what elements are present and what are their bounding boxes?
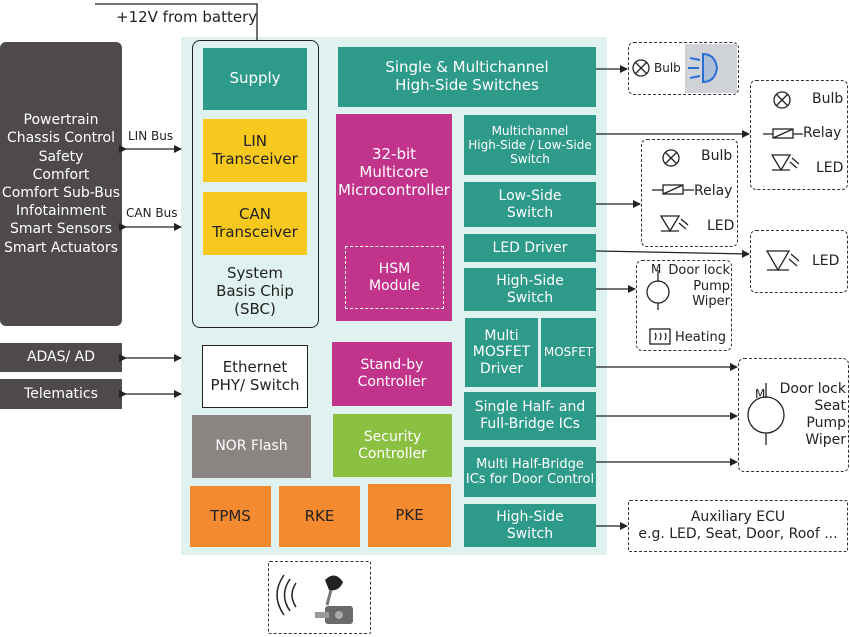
vehicle-domains-list: Powertrain Chassis Control Safety Comfor… (1, 112, 121, 256)
nor-flash-block: NOR Flash (192, 415, 311, 478)
motor2-loads-label: Door lock Seat Pump Wiper (779, 381, 846, 449)
load-group-2 (641, 139, 738, 247)
lin-transceiver-block: LIN Transceiver (203, 119, 307, 182)
wireless-signal-icon (276, 574, 297, 616)
adas-block: ADAS/ AD (0, 343, 122, 372)
bulb-small-icon (632, 59, 650, 77)
headlight-icon (688, 52, 719, 84)
heating-icon (649, 328, 671, 345)
led-load-group (750, 230, 848, 293)
led-driver-label: LED Driver (492, 239, 568, 256)
tpms-label: TPMS (210, 506, 251, 525)
multichannel-hs-ls-label: Multichannel High-Side / Low-Side Switch (468, 123, 592, 167)
low-side-switch-block: Low-Side Switch (464, 182, 596, 227)
high-side-switch-1-label: High-Side Switch (496, 272, 564, 306)
multi-half-bridge-block: Multi Half-Bridge ICs for Door Control (464, 447, 596, 497)
group2-bulb-label: Bulb (701, 148, 733, 164)
supply-line (95, 3, 258, 40)
supply-block: Supply (203, 48, 307, 110)
group2-led-label: LED (707, 218, 735, 234)
group1-led-label: LED (816, 160, 844, 176)
group1-relay-label: Relay (803, 125, 842, 141)
multi-mosfet-driver-label: Multi MOSFET Driver (472, 327, 531, 377)
standby-controller-block: Stand-by Controller (332, 342, 452, 406)
motor1-m-label: M (651, 262, 662, 276)
led-driver-block: LED Driver (464, 234, 596, 262)
motor-load-group-1 (636, 260, 732, 351)
hsm-module-block: HSM Module (345, 246, 444, 309)
rke-label: RKE (304, 506, 335, 525)
microcontroller-label: 32-bit Multicore Microcontroller (336, 140, 452, 206)
vehicle-domains-panel: Powertrain Chassis Control Safety Comfor… (0, 42, 122, 326)
security-controller-block: Security Controller (333, 414, 452, 477)
auxiliary-ecu-block: Auxiliary ECU e.g. LED, Seat, Door, Roof… (628, 500, 848, 552)
sbc-label: System Basis Chip (SBC) (195, 260, 315, 324)
nor-flash-label: NOR Flash (215, 438, 288, 455)
multi-half-bridge-label: Multi Half-Bridge ICs for Door Control (465, 456, 595, 487)
load-group-1 (750, 80, 848, 190)
pke-block: PKE (368, 484, 451, 547)
half-full-bridge-label: Single Half- and Full-Bridge ICs (474, 399, 586, 432)
bulb-small-label: Bulb (654, 61, 681, 75)
microcontroller-label-text: 32-bit Multicore Microcontroller (338, 145, 450, 199)
hsm-module-label: HSM Module (369, 260, 420, 294)
tire-sensor-icon (315, 606, 353, 624)
lin-bus-label: LIN Bus (128, 129, 174, 143)
supply-label: +12V from battery (116, 8, 258, 26)
group1-relay-icon (763, 128, 803, 139)
key-fob-icon (325, 575, 343, 606)
sbc-container (192, 40, 319, 328)
telematics-block: Telematics (0, 379, 122, 409)
adas-label: ADAS/ AD (26, 349, 96, 366)
can-bus-label: CAN Bus (126, 206, 178, 220)
can-transceiver-block: CAN Transceiver (203, 192, 307, 255)
group1-led-icon (770, 154, 800, 172)
telematics-label: Telematics (24, 385, 98, 402)
group1-bulb-icon (773, 91, 791, 109)
sbc-label-text: System Basis Chip (SBC) (216, 264, 294, 318)
ethernet-label: Ethernet PHY/ Switch (210, 357, 300, 394)
ethernet-block: Ethernet PHY/ Switch (202, 345, 308, 408)
low-side-switch-label: Low-Side Switch (498, 187, 562, 221)
led-only-label: LED (812, 253, 840, 269)
group2-led-icon (659, 215, 689, 233)
half-full-bridge-block: Single Half- and Full-Bridge ICs (464, 392, 596, 440)
group2-bulb-icon (662, 149, 680, 167)
motor-load-group-2 (738, 358, 849, 472)
motor2-m-label: M (755, 387, 766, 401)
pke-label: PKE (395, 505, 424, 524)
security-controller-label: Security Controller (358, 428, 427, 462)
mosfet-block: MOSFET (541, 318, 596, 387)
motor1-icon (646, 270, 670, 310)
led-driver-arrow (595, 249, 750, 258)
can-transceiver-label: CAN Transceiver (212, 204, 298, 241)
mosfet-label: MOSFET (543, 345, 594, 360)
group2-relay-label: Relay (694, 183, 733, 199)
multi-mosfet-driver-block: Multi MOSFET Driver (465, 318, 538, 387)
supply-label-text: Supply (229, 69, 281, 88)
led-only-icon (765, 250, 800, 272)
motor1-loads-label: Door lock Pump Wiper (668, 263, 730, 310)
microcontroller-block (336, 114, 452, 321)
single-multichannel-hs-block: Single & Multichannel High-Side Switches (338, 47, 596, 107)
lin-transceiver-label: LIN Transceiver (212, 131, 298, 168)
single-multichannel-hs-label: Single & Multichannel High-Side Switches (385, 58, 549, 94)
high-side-switch-2-label: High-Side Switch (496, 508, 564, 542)
group1-bulb-label: Bulb (812, 91, 844, 107)
standby-controller-label: Stand-by Controller (357, 357, 427, 390)
tpms-block: TPMS (190, 486, 271, 547)
motor1-heating-label: Heating (675, 330, 726, 345)
rke-block: RKE (279, 486, 360, 547)
auxiliary-ecu-label: Auxiliary ECU e.g. LED, Seat, Door, Roof… (638, 509, 838, 542)
high-side-switch-2-block: High-Side Switch (464, 504, 596, 547)
multichannel-hs-ls-block: Multichannel High-Side / Low-Side Switch (464, 115, 596, 175)
motor2-icon (747, 383, 785, 445)
group2-relay-icon (652, 184, 694, 195)
high-side-switch-1-block: High-Side Switch (464, 268, 596, 311)
